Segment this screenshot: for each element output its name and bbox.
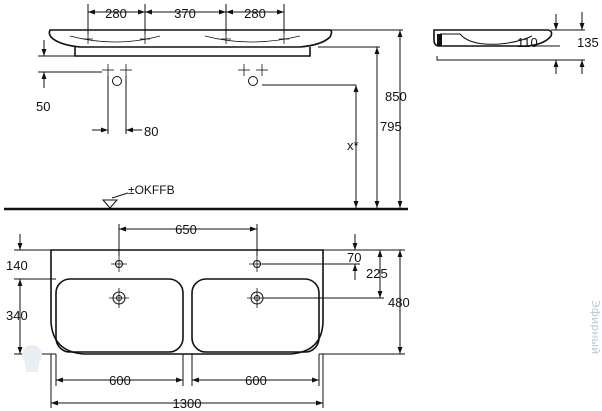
dim-drain-offset: 80 — [144, 124, 158, 139]
dim-taphole-spacing: 650 — [175, 222, 197, 237]
dim-depth-outer: 135 — [577, 35, 599, 50]
supply-connection-left — [102, 64, 132, 86]
basin-side-profile — [433, 29, 553, 47]
floor-label: ±OKFFB — [128, 183, 175, 197]
dim-drain-height: x* — [347, 138, 359, 153]
taphole-mark-1 — [83, 34, 93, 44]
basin-front-outline — [48, 29, 333, 48]
dim-bowl-depth: 340 — [6, 308, 28, 323]
dim-overall-width: 1300 — [173, 396, 202, 411]
plan-view: 650 140 340 70 225 480 600 600 1300 — [6, 222, 410, 411]
side-section: 110 135 — [433, 12, 599, 74]
dim-front-depth: 140 — [6, 258, 28, 273]
taphole-mark-4 — [279, 34, 289, 44]
dim-faucet-depth: 50 — [36, 99, 50, 114]
bowl-right — [191, 278, 320, 353]
basin-underside — [74, 47, 311, 57]
supply-connection-right — [238, 64, 268, 86]
floor-level-marker — [101, 192, 129, 209]
front-elevation: 280 370 280 50 80 x* 795 — [4, 4, 408, 211]
bowl-left — [55, 278, 184, 353]
dim-overall-height: 850 — [385, 89, 407, 104]
drain-left — [109, 288, 129, 308]
watermark-logo — [22, 345, 42, 372]
dim-center: 370 — [174, 6, 196, 21]
dim-drain-offset-plan: 225 — [366, 266, 388, 281]
basin-plan-outline — [50, 249, 324, 355]
watermark-text: Эфирный — [589, 300, 602, 354]
dim-bowl-width-left: 600 — [109, 373, 131, 388]
taphole-mark-3 — [221, 34, 231, 44]
dim-back-offset: 70 — [347, 250, 361, 265]
dim-left: 280 — [105, 6, 127, 21]
taphole-left — [111, 256, 127, 272]
dim-right: 280 — [244, 6, 266, 21]
dim-bowl-width-right: 600 — [245, 373, 267, 388]
dim-rim-height: 795 — [380, 119, 402, 134]
dim-depth: 480 — [388, 295, 410, 310]
dim-depth-inner: 110 — [517, 35, 538, 50]
taphole-mark-2 — [140, 34, 150, 44]
